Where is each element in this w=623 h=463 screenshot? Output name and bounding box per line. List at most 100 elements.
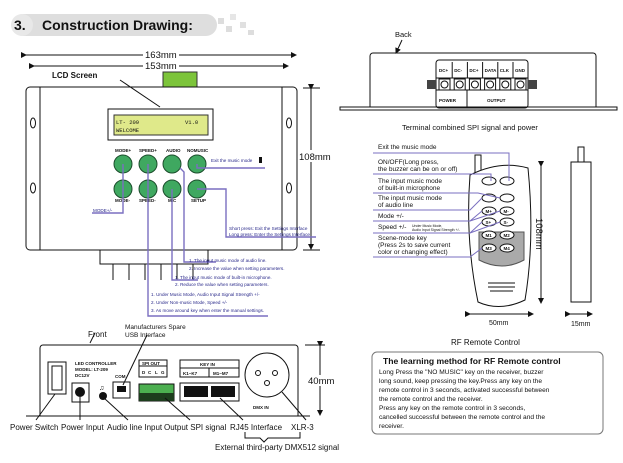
lcd-line1: LT- 209 (116, 119, 139, 126)
svg-text:SETUP: SETUP (191, 198, 206, 203)
svg-text:MODE+: MODE+ (115, 148, 132, 153)
lcd-label: LCD Screen (52, 71, 97, 80)
terminal-label: DATA (485, 68, 498, 73)
title-text: Construction Drawing: (42, 17, 193, 33)
speed-note: Audio Input Signal Strength +/- (412, 228, 461, 232)
remote-key[interactable]: M1 (481, 230, 497, 240)
terminal-label: DC+ (439, 68, 448, 73)
terminal-label: DC- (454, 68, 462, 73)
annotation-audio-1: 1. The input music mode of audio line. (189, 258, 267, 263)
annotation-mic-1: 1. The input music mode of built-in micr… (175, 275, 272, 280)
dim-108mm: 108mm (299, 152, 331, 163)
svg-text:AUDIO: AUDIO (166, 148, 181, 153)
svg-text:♫: ♫ (99, 385, 104, 392)
learning-line: Press any key on the remote control in 3… (379, 405, 525, 412)
remote-key[interactable]: S- (499, 217, 515, 227)
learning-line: the remote control and the receiver. (379, 396, 483, 403)
remote-key[interactable] (499, 193, 515, 203)
learning-line: long sound, keep pressing the key.Press … (379, 378, 542, 385)
remote-dim-width: 50mm (489, 320, 509, 327)
terminal-label: CLK (500, 68, 510, 73)
device-name: LED CONTROLLER (75, 361, 117, 366)
label-rj45: RJ45 Interface (230, 423, 283, 432)
svg-text:M3: M3 (486, 246, 493, 251)
remote-annotation: Exit the music mode (378, 144, 437, 151)
device-voltage: DC12V (75, 373, 90, 378)
svg-text:M-: M- (504, 209, 510, 214)
svg-text:S-: S- (504, 220, 509, 225)
annotation-speed-2: 2. Under Non-music Mode, Speed +/- (151, 300, 228, 305)
remote-annotation: of built-in microphone (378, 185, 441, 192)
label-audio-line: Audio line Input (107, 423, 163, 432)
remote-key[interactable]: M+ (481, 206, 497, 216)
dim-153mm: 153mm (145, 61, 177, 72)
terminal-screw (484, 78, 497, 91)
annotation-setup-2: Long press: Enter the Settings Interface (229, 232, 310, 237)
svg-text:G: G (161, 370, 165, 375)
usb-label-1: Manufacturers Spare (125, 324, 186, 331)
learning-line: receiver. (379, 423, 404, 430)
audio-jack (99, 392, 107, 400)
svg-text:NOMUSIC: NOMUSIC (187, 148, 209, 153)
annotation-speed-1: 1. Under Music Mode, Audio Input Signal … (151, 292, 260, 297)
remote-key[interactable]: M4 (499, 243, 515, 253)
learning-method-box: The learning method for RF Remote contro… (371, 351, 604, 435)
back-caption: Terminal combined SPI signal and power (402, 123, 538, 132)
button-audio[interactable]: AUDIO (162, 148, 182, 174)
back-label: Back (395, 30, 412, 39)
usb-label-2: USB Interface (125, 332, 166, 339)
svg-text:M2: M2 (504, 233, 511, 238)
remote-annotation: (Press 2s to save current (378, 242, 450, 249)
remote-annotation: The input music mode (378, 195, 442, 202)
rj45-port-1 (184, 386, 208, 397)
title-number: 3. (14, 17, 26, 33)
label-power-input: Power Input (61, 423, 104, 432)
label-power-switch: Power Switch (10, 423, 58, 432)
button-setup[interactable]: SETUP (187, 179, 207, 203)
terminal-label: GND (515, 68, 526, 73)
remote-annotation: of audio line (378, 202, 413, 209)
power-input-jack (75, 387, 85, 397)
remote-caption: RF Remote Control (451, 338, 520, 347)
terminal-label: DC+ (469, 68, 478, 73)
lcd-version: V1.0 (185, 119, 198, 126)
power-switch[interactable] (47, 361, 67, 395)
terminal-block-top (162, 71, 198, 88)
svg-text:K1~K7: K1~K7 (183, 371, 198, 376)
speed-note: Under Music Mode, (412, 224, 442, 228)
annotation-audio-2: 2. Increase the value when setting param… (189, 266, 285, 271)
rj45-port-2 (211, 386, 235, 397)
remote-key[interactable] (499, 176, 515, 186)
terminal-screw (468, 78, 481, 91)
label-external-dmx: External third-party DMX512 signal (215, 443, 339, 452)
dmx-label: DMX IN (253, 405, 269, 410)
remote-key[interactable]: M- (499, 206, 515, 216)
svg-text:M4: M4 (504, 246, 511, 251)
label-output-spi: Output SPI signal (164, 423, 226, 432)
svg-text:M+: M+ (486, 209, 493, 214)
remote-dim-height: 108mm (533, 218, 544, 250)
annotation-mode: MODE+/- (93, 208, 113, 213)
device-model: MODEL: LT-209 (75, 367, 108, 372)
spi-out-label: SPI OUT (142, 361, 160, 366)
terminal-screw (453, 78, 466, 91)
button-nomusic[interactable]: NOMUSIC (187, 148, 209, 174)
remote-key[interactable] (481, 176, 497, 186)
svg-text:SPEED+: SPEED+ (139, 148, 157, 153)
svg-text:M1: M1 (486, 233, 493, 238)
learning-line: cancelled successful between the remote … (379, 414, 545, 421)
remote-key[interactable]: M2 (499, 230, 515, 240)
svg-text:C: C (148, 370, 152, 375)
annotation-speed-3: 3. As move around key when enter the man… (151, 308, 264, 313)
svg-text:D: D (142, 370, 146, 375)
lcd-line2: WELCOME (116, 127, 140, 134)
label-xlr3: XLR-3 (291, 423, 314, 432)
dim-40mm: 40mm (308, 376, 334, 387)
terminal-screw (499, 78, 512, 91)
annotation-mic-2: 2. Reduce the value when setting paramet… (175, 282, 269, 287)
terminal-screw (514, 78, 527, 91)
remote-key[interactable]: S+ (481, 217, 497, 227)
learning-title: The learning method for RF Remote contro… (383, 356, 561, 366)
remote-key[interactable]: M3 (481, 243, 497, 253)
